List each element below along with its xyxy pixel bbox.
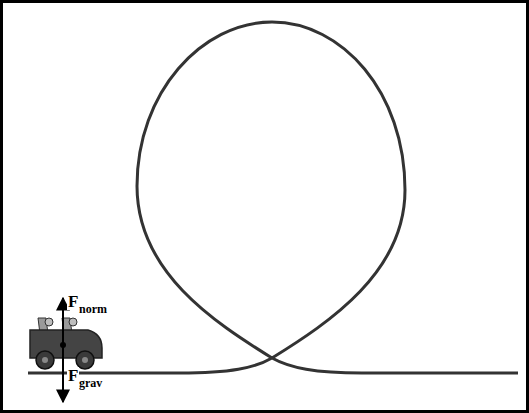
force-arrows (60, 298, 66, 402)
gravity-force-arrow (62, 345, 64, 402)
force-subscript: norm (78, 303, 108, 315)
coaster-car (30, 318, 102, 369)
track-loop (28, 22, 518, 373)
force-subscript: grav (78, 377, 103, 389)
center-dot (60, 342, 66, 348)
normal-force-arrow (62, 298, 64, 345)
